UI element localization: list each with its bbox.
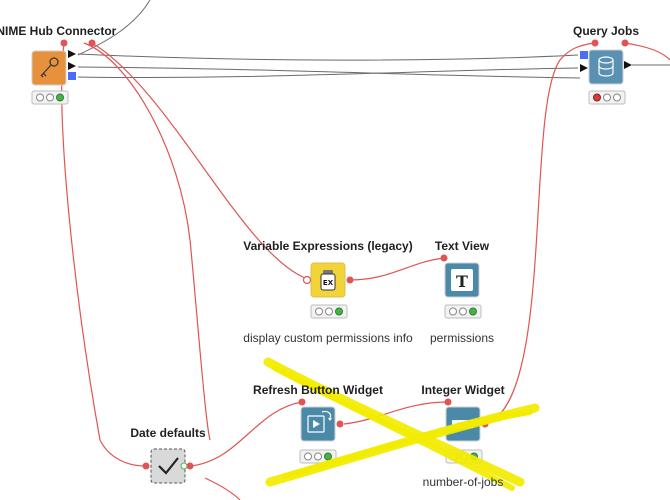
flowvar-refresh-to-integer [343,401,449,425]
integer-widget-label[interactable]: number-of-jobs [422,475,504,489]
key-icon [40,57,59,78]
query-flowvar-out[interactable] [621,39,629,47]
flowvar-date-down [204,477,241,500]
node-query-jobs[interactable] [580,39,632,105]
query-out-port[interactable] [624,61,632,69]
query-in-port-2[interactable] [580,64,588,72]
refresh-button-title[interactable]: Refresh Button Widget [253,383,383,397]
status-traffic-light [299,449,337,464]
hub-out-port-3[interactable] [68,72,76,80]
textview-flowvar-in[interactable] [440,254,448,262]
date-defaults-title[interactable]: Date defaults [130,426,206,440]
hub-out-port-1[interactable] [68,50,76,58]
text-view-title[interactable]: Text View [434,239,490,253]
connection-top-arc [77,0,151,56]
varexpr-flowvar-in[interactable] [302,275,312,285]
flowvar-hub-side [83,42,211,441]
connection-data-3 [77,67,579,79]
text-view-label[interactable]: permissions [429,331,495,345]
flowvar-integer-to-query [485,42,596,425]
query-jobs-title[interactable]: Query Jobs [572,24,640,38]
ex-icon: EX [320,270,336,291]
flowvar-date-to-refresh [190,401,303,467]
flowvar-hub-to-varexpr [91,42,306,279]
text-t-icon: T [451,269,473,291]
hub-out-port-2[interactable] [68,62,76,70]
refresh-icon [307,410,332,433]
status-traffic-light [310,304,348,319]
hub-flowvar-port-2[interactable] [88,39,96,47]
variable-expressions-label[interactable]: display custom permissions info [243,331,413,345]
node-hub-connector[interactable] [31,39,96,105]
flowvar-query-out [624,42,670,61]
connections [61,0,670,500]
hub-connector-title[interactable]: KNIME Hub Connector [0,24,117,38]
hub-flowvar-port[interactable] [60,39,68,47]
date-flowvar-in[interactable] [142,462,150,470]
svg-text:EX: EX [323,279,334,287]
node-date-defaults[interactable] [142,448,194,484]
status-traffic-light [444,304,482,319]
check-icon [158,457,179,475]
svg-text:T: T [456,272,468,291]
refresh-flowvar-in[interactable] [298,398,306,406]
date-data-out[interactable] [180,462,188,470]
integer-widget-title[interactable]: Integer Widget [421,383,505,397]
query-in-port-1[interactable] [580,51,588,59]
status-traffic-light [31,90,69,105]
status-traffic-light [588,90,626,105]
flowvar-varexpr-to-textview [349,257,445,281]
integer-flowvar-in[interactable] [444,398,452,406]
database-icon [598,56,614,77]
query-flowvar-in[interactable] [591,39,599,47]
connection-data-1 [77,53,579,61]
highlight-cross-scribble [263,357,540,491]
flowvar-hub-to-date [61,42,146,467]
node-refresh-button-widget[interactable] [298,398,344,464]
varexpr-flowvar-out[interactable] [346,276,354,284]
node-date-defaults-body[interactable] [150,448,186,484]
connection-data-2 [77,66,581,79]
variable-expressions-title[interactable]: Variable Expressions (legacy) [243,239,413,253]
date-flowvar-out[interactable] [186,462,194,470]
node-query-jobs-body[interactable] [588,49,624,85]
node-variable-expressions[interactable]: EX [302,262,354,319]
refresh-flowvar-out[interactable] [336,420,344,428]
node-text-view[interactable]: T [440,254,482,319]
